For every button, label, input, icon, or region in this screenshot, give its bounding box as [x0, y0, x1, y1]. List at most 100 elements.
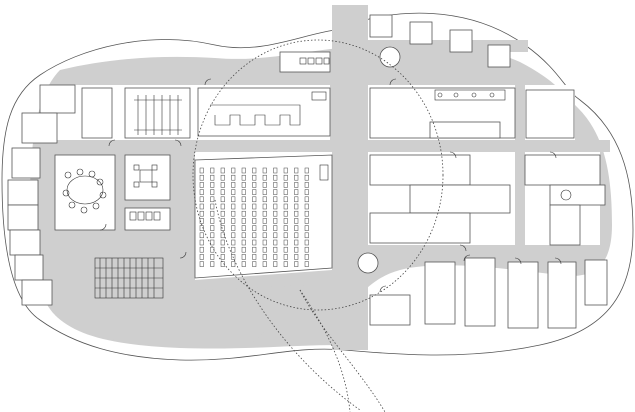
- auditorium-seat: [294, 174, 299, 181]
- auditorium-seat: [210, 189, 215, 195]
- north-perimeter-rooms: [369, 14, 511, 68]
- auditorium-seat: [262, 210, 267, 217]
- auditorium-seat: [210, 239, 215, 246]
- auditorium-seat: [304, 225, 309, 231]
- auditorium-seat: [283, 232, 288, 239]
- auditorium-seat: [241, 182, 246, 188]
- auditorium-seat: [304, 174, 309, 181]
- auditorium-seat: [294, 203, 299, 210]
- small-table-cluster: [133, 164, 158, 188]
- auditorium-seat: [304, 182, 309, 188]
- auditorium-seat: [273, 239, 278, 246]
- auditorium-seat: [273, 261, 278, 267]
- auditorium-seat: [252, 182, 257, 188]
- auditorium-seat: [231, 225, 236, 231]
- east-upper-furniture: [434, 89, 506, 101]
- auditorium-seat: [241, 189, 246, 195]
- exhibition-room: [197, 87, 331, 137]
- exhibition-counter: [311, 91, 327, 101]
- auditorium-seat: [273, 254, 278, 260]
- auditorium-seat: [252, 218, 257, 224]
- auditorium-seats: [199, 167, 309, 267]
- auditorium-seat: [199, 203, 204, 210]
- auditorium-seat: [231, 196, 236, 203]
- auditorium-seat: [199, 218, 204, 224]
- auditorium-seat: [294, 232, 299, 239]
- auditorium-seat: [220, 182, 225, 188]
- auditorium-seat: [210, 196, 215, 203]
- toilet-stalls: [129, 211, 161, 221]
- auditorium-seat: [252, 254, 257, 260]
- auditorium-seat: [283, 261, 288, 267]
- auditorium-seat: [252, 239, 257, 246]
- auditorium-seat: [273, 189, 278, 195]
- auditorium-seat: [231, 203, 236, 210]
- auditorium-seat: [220, 225, 225, 231]
- stair-graphic: [94, 257, 164, 299]
- door-swings: [99, 78, 562, 293]
- auditorium-seat: [273, 203, 278, 210]
- main-horizontal-corridor: [40, 140, 610, 152]
- auditorium-seat: [294, 261, 299, 267]
- auditorium-seat: [210, 261, 215, 267]
- auditorium-seat: [283, 239, 288, 246]
- auditorium-seat: [220, 232, 225, 239]
- auditorium-seat: [241, 210, 246, 217]
- auditorium-seat: [220, 174, 225, 181]
- auditorium-seat: [262, 167, 267, 174]
- auditorium-seat: [210, 210, 215, 217]
- auditorium-seat: [231, 232, 236, 239]
- auditorium-seat: [241, 246, 246, 253]
- auditorium-seat: [231, 167, 236, 174]
- auditorium-seat: [283, 246, 288, 253]
- west-inner-rooms: [54, 87, 191, 231]
- auditorium-seat: [283, 210, 288, 217]
- auditorium-seat: [273, 196, 278, 203]
- arc-dashed-3: [299, 289, 351, 412]
- auditorium-seat: [294, 225, 299, 231]
- auditorium-seat: [262, 261, 267, 267]
- auditorium-seat: [262, 182, 267, 188]
- auditorium-seat: [220, 246, 225, 253]
- auditorium-seat: [199, 239, 204, 246]
- east-upper-rooms: [369, 87, 575, 139]
- east-corridor-stub: [515, 85, 525, 250]
- auditorium-seat: [294, 189, 299, 195]
- auditorium-seat: [210, 174, 215, 181]
- auditorium-seat: [273, 218, 278, 224]
- main-vertical-corridor: [332, 5, 368, 350]
- auditorium-seat: [252, 167, 257, 174]
- auditorium-seat: [252, 210, 257, 217]
- auditorium-seat: [241, 261, 246, 267]
- auditorium-seat: [241, 218, 246, 224]
- auditorium-seat: [304, 232, 309, 239]
- auditorium-seat: [241, 203, 246, 210]
- auditorium-seat: [210, 254, 215, 260]
- auditorium-seat: [220, 189, 225, 195]
- auditorium-seat: [199, 167, 204, 174]
- auditorium-seat: [262, 196, 267, 203]
- auditorium-seat: [220, 203, 225, 210]
- auditorium-seat: [304, 218, 309, 224]
- auditorium-seat: [273, 167, 278, 174]
- auditorium-seat: [283, 196, 288, 203]
- east-plant: [560, 189, 572, 201]
- auditorium-seat: [199, 261, 204, 267]
- auditorium-seat: [210, 225, 215, 231]
- auditorium-seat: [262, 232, 267, 239]
- auditorium-seat: [210, 218, 215, 224]
- auditorium-seat: [262, 218, 267, 224]
- auditorium-seat: [252, 246, 257, 253]
- auditorium-seat: [241, 239, 246, 246]
- auditorium-seat: [294, 246, 299, 253]
- auditorium-seat: [294, 218, 299, 224]
- auditorium-seat: [283, 167, 288, 174]
- west-perimeter-rooms: [7, 84, 76, 306]
- east-middle-rooms: [369, 154, 606, 246]
- auditorium-seat: [304, 246, 309, 253]
- auditorium-seat: [273, 174, 278, 181]
- auditorium-seat: [283, 174, 288, 181]
- auditorium-seat: [273, 210, 278, 217]
- auditorium-seat: [199, 254, 204, 260]
- auditorium-seat: [294, 254, 299, 260]
